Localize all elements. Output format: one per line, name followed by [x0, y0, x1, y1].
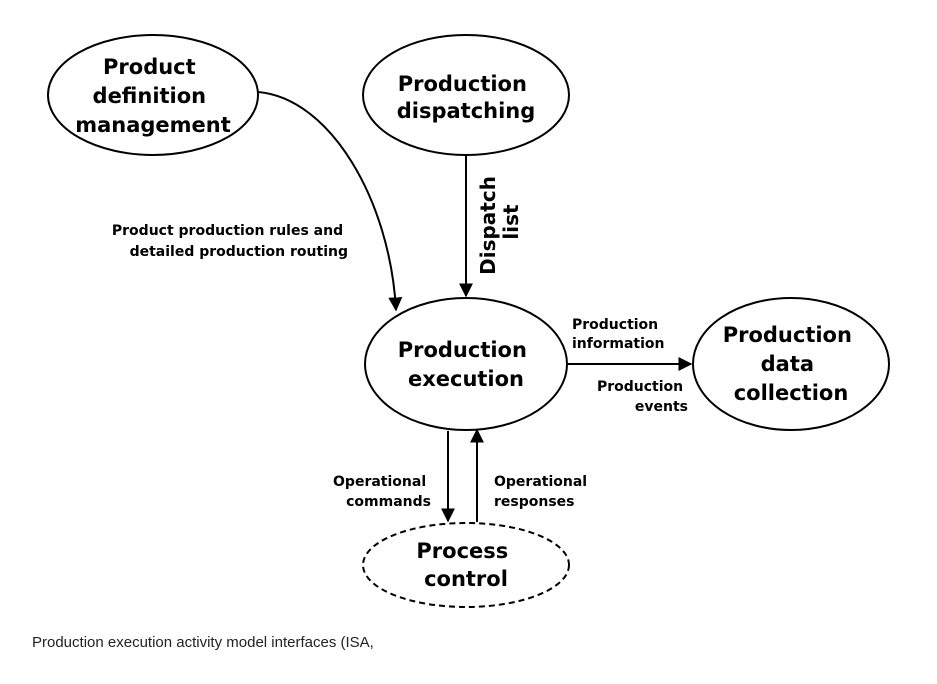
- svg-text:Production dispatching: Production dispatching: [397, 72, 536, 123]
- svg-text:Production execution: Production execution: [398, 338, 535, 391]
- label-operational-responses: Operational responses: [494, 474, 592, 510]
- node-production-dispatching: Production dispatching: [362, 34, 570, 156]
- label-production-events: Production events: [597, 379, 688, 415]
- svg-text:Process control: Process control: [416, 539, 515, 591]
- figure-caption: Production execution activity model inte…: [32, 634, 374, 651]
- node-production-execution: Production execution: [364, 297, 568, 431]
- node-product-definition-management: Product definition management: [47, 34, 259, 156]
- label-operational-commands: Operational commands: [333, 474, 431, 510]
- svg-text:Production data co: Production data collection: [723, 323, 860, 405]
- node-production-data-collection: Production data collection: [692, 297, 890, 431]
- svg-text:Product definition: Product definition management: [75, 55, 231, 137]
- node-process-control: Process control: [362, 522, 570, 608]
- label-dispatch-list: Dispatch list: [476, 169, 523, 275]
- label-rules-routing: Product production rules and detailed pr…: [112, 223, 348, 260]
- activity-model-diagram: Product definition management Production…: [47, 34, 890, 608]
- label-production-information: Production information: [572, 317, 665, 352]
- edge-product-definition-to-execution: [257, 91, 403, 312]
